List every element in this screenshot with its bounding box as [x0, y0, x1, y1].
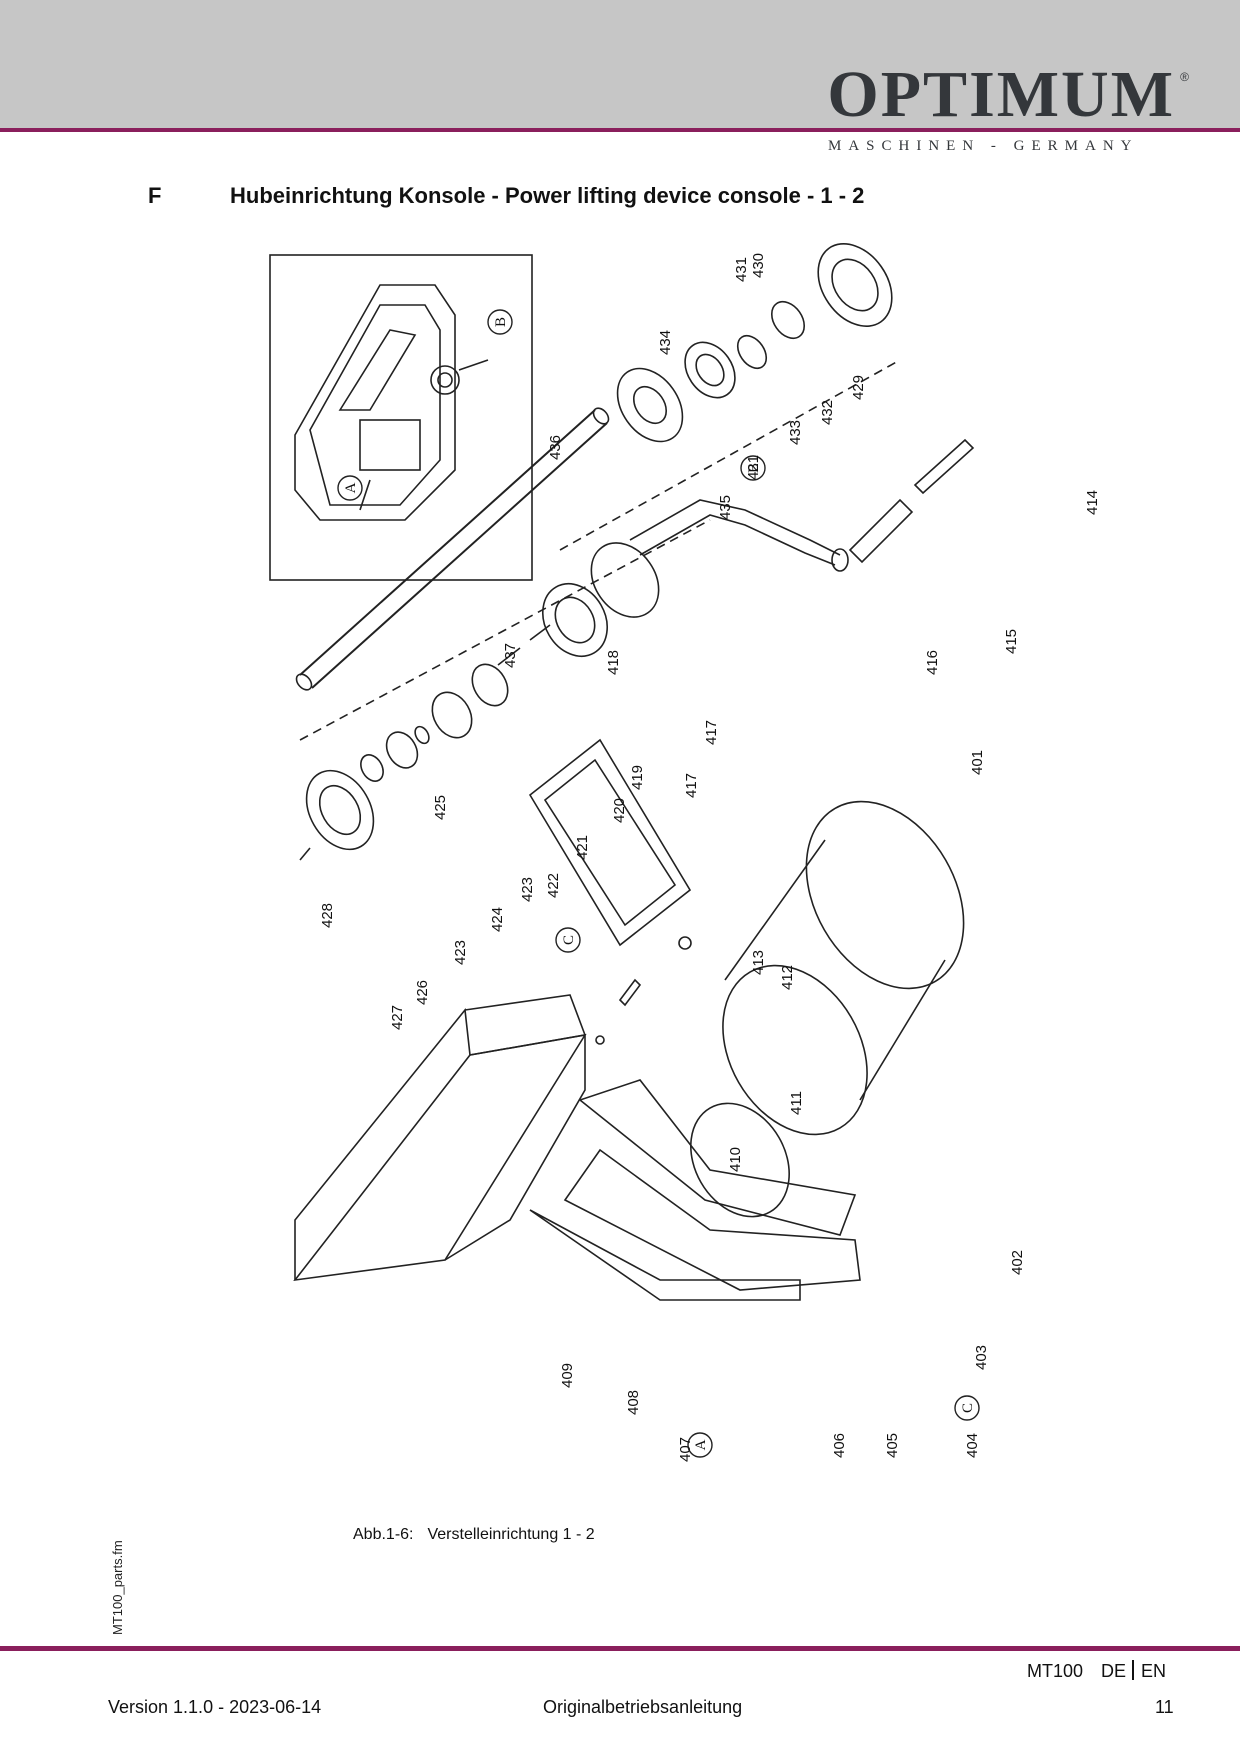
- detail-label-b-crank: B: [746, 463, 762, 473]
- part-label-408: 408: [625, 1390, 642, 1415]
- part-label-432: 432: [819, 400, 836, 425]
- part-label-402: 402: [1009, 1250, 1026, 1275]
- detail-label-b: B: [493, 317, 509, 327]
- part-label-421b: 421: [745, 455, 762, 480]
- detail-label-a-base: A: [693, 1439, 709, 1450]
- caption-text: Verstelleinrichtung 1 - 2: [427, 1526, 595, 1543]
- part-label-436: 436: [547, 435, 564, 460]
- header-rule: [0, 128, 1240, 132]
- part-label-406: 406: [831, 1433, 848, 1458]
- part-label-413: 413: [750, 950, 767, 975]
- detail-callouts: A B B C C A: [337, 309, 980, 1458]
- brand-logo: OPTIMUM ®: [815, 58, 1189, 132]
- section-title: Hubeinrichtung Konsole - Power lifting d…: [230, 183, 865, 208]
- part-label-412: 412: [779, 965, 796, 990]
- detail-callout-a-base: A: [687, 1432, 713, 1458]
- header-band: [0, 0, 1240, 128]
- brand-tagline: MASCHINEN - GERMANY: [828, 138, 1139, 154]
- lang-en: EN: [1141, 1661, 1167, 1681]
- part-label-435: 435: [717, 495, 734, 520]
- part-label-404: 404: [964, 1433, 981, 1458]
- part-label-417a: 417: [703, 720, 720, 745]
- part-label-409: 409: [559, 1363, 576, 1388]
- part-label-416: 416: [924, 650, 941, 675]
- registered-mark: ®: [1180, 70, 1189, 84]
- figure-caption: Abb.1-6: Verstelleinrichtung 1 - 2: [353, 1526, 595, 1544]
- part-label-414: 414: [1084, 490, 1100, 515]
- part-label-423b: 423: [452, 940, 469, 965]
- footer-model: MT100 DE EN: [1027, 1660, 1166, 1682]
- part-label-421a: 421: [574, 835, 591, 860]
- part-label-437: 437: [502, 643, 519, 668]
- part-label-430: 430: [750, 253, 767, 278]
- part-label-422: 422: [545, 873, 562, 898]
- lang-separator: [1132, 1660, 1135, 1680]
- footer-doc-type: Originalbetriebsanleitung: [543, 1697, 743, 1717]
- part-label-403: 403: [973, 1345, 990, 1370]
- exploded-parts-diagram: A B B C C A 401 401 402 403 404 405 406: [269, 243, 1100, 1462]
- part-label-405: 405: [884, 1433, 901, 1458]
- detail-callout-c-plate: C: [555, 927, 581, 953]
- part-label-418: 418: [605, 650, 622, 675]
- part-label-419: 419: [629, 765, 646, 790]
- detail-callout-a: A: [337, 475, 363, 501]
- part-label-415: 415: [1003, 629, 1020, 654]
- detail-label-c: C: [561, 935, 577, 945]
- part-label-427: 427: [389, 1005, 406, 1030]
- footer-version: Version 1.1.0 - 2023-06-14: [108, 1697, 322, 1717]
- part-number-labels: 401 401 402 403 404 405 406 407 408 409 …: [319, 253, 1100, 1462]
- part-label-425: 425: [432, 795, 449, 820]
- part-label-428: 428: [319, 903, 336, 928]
- side-filename: MT100_parts.fm: [110, 1540, 125, 1635]
- detail-callout-b-crank: B: [740, 455, 766, 481]
- inset-console: [294, 284, 456, 521]
- part-label-424: 424: [489, 907, 506, 932]
- section-letter: F: [148, 183, 162, 208]
- part-label-434: 434: [657, 330, 674, 355]
- detail-callout-c-base: C: [954, 1395, 980, 1421]
- part-label-426: 426: [414, 980, 431, 1005]
- footer-rule: [0, 1646, 1240, 1651]
- caption-prefix: Abb.1-6:: [353, 1526, 414, 1543]
- motor-cylinder: [805, 800, 965, 990]
- part-label-407: 407: [677, 1437, 694, 1462]
- lang-de: DE: [1101, 1661, 1127, 1681]
- assembly-line-lower: [299, 519, 711, 741]
- part-label-429: 429: [850, 375, 867, 400]
- part-label-433: 433: [787, 420, 804, 445]
- detail-callout-b-inset: B: [487, 309, 513, 335]
- detail-label-c-base: C: [960, 1403, 976, 1413]
- part-label-410: 410: [727, 1147, 744, 1172]
- part-label-431: 431: [733, 257, 750, 282]
- model-name: MT100: [1027, 1661, 1084, 1681]
- detail-label-a: A: [343, 482, 359, 493]
- part-label-401-pos: 401: [969, 750, 986, 775]
- part-label-417b: 417: [683, 773, 700, 798]
- detail-inset-frame: [269, 254, 533, 581]
- brand-name: OPTIMUM: [827, 58, 1175, 131]
- assembly-line-upper: [559, 359, 901, 551]
- part-label-423a: 423: [519, 877, 536, 902]
- page-number: 11: [1155, 1697, 1174, 1717]
- diagram-drawing: [269, 243, 975, 1301]
- part-label-411: 411: [788, 1091, 805, 1115]
- part-label-420: 420: [611, 798, 628, 823]
